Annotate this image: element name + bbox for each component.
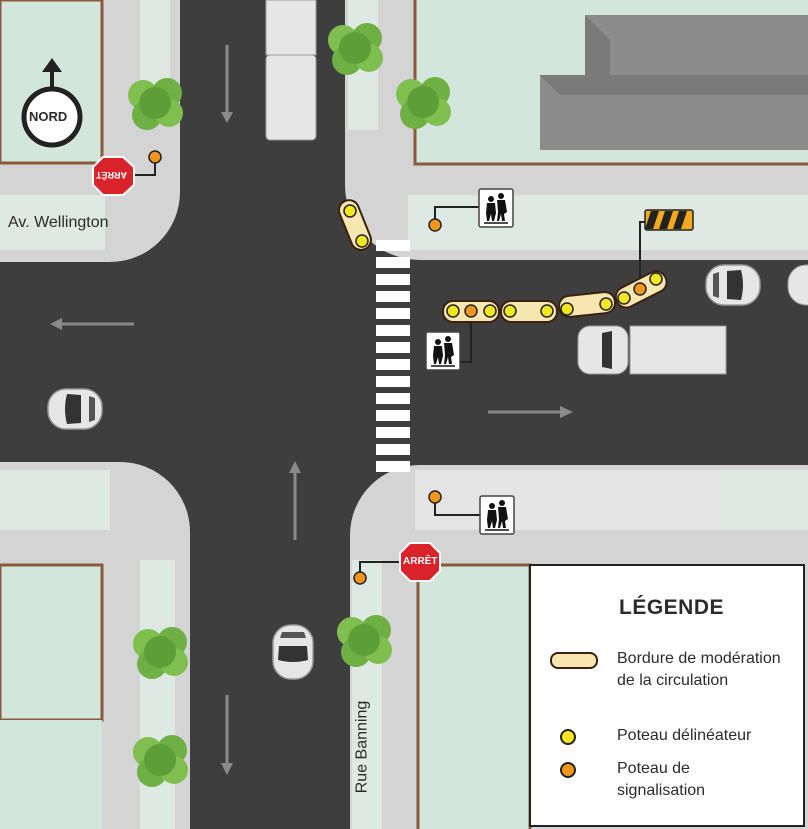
tree-icon bbox=[133, 627, 188, 679]
arrow-down-icon bbox=[221, 45, 233, 123]
delineator-post-icon bbox=[343, 204, 357, 218]
delineator-post-icon bbox=[560, 729, 576, 745]
arrow-left-icon bbox=[50, 318, 134, 330]
arrow-up-icon bbox=[289, 461, 301, 540]
delineator-post-icon bbox=[560, 302, 574, 316]
sign-post-icon bbox=[148, 150, 162, 164]
curb-extension-icon bbox=[550, 652, 598, 669]
school-crossing-sign-icon bbox=[425, 331, 461, 371]
stop-sign-label: ARRÊT bbox=[96, 170, 127, 180]
tree-icon bbox=[328, 23, 383, 75]
grass-strip bbox=[0, 470, 110, 530]
car bbox=[787, 264, 808, 306]
tree-icon bbox=[133, 735, 188, 787]
grass-strip bbox=[0, 195, 105, 250]
sign-post-icon bbox=[633, 282, 647, 296]
hazard-marker-sign-icon bbox=[644, 209, 694, 231]
building-roof bbox=[540, 15, 808, 95]
crosswalk bbox=[376, 240, 410, 472]
compass-label: NORD bbox=[29, 109, 68, 124]
lot-bottom-right bbox=[416, 563, 532, 829]
delineator-post-icon bbox=[446, 304, 460, 318]
legend-title: LÉGENDE bbox=[619, 596, 725, 619]
tree-icon bbox=[337, 615, 392, 667]
truck bbox=[265, 0, 317, 141]
legend-item-delineator: Poteau délinéateur bbox=[617, 727, 752, 744]
delineator-post-icon bbox=[540, 304, 554, 318]
truck bbox=[577, 325, 727, 375]
sign-post-icon bbox=[560, 762, 576, 778]
stop-sign-icon bbox=[399, 542, 441, 582]
school-crossing-sign-icon bbox=[479, 495, 515, 535]
delineator-post-icon bbox=[599, 297, 613, 311]
street-label-wellington: Av. Wellington bbox=[8, 214, 109, 231]
sign-post-icon bbox=[464, 304, 478, 318]
car bbox=[705, 264, 761, 306]
sign-post-icon bbox=[353, 571, 367, 585]
delineator-post-icon bbox=[355, 234, 369, 248]
delineator-post-icon bbox=[617, 291, 631, 305]
delineator-post-icon bbox=[649, 272, 663, 286]
delineator-post-icon bbox=[483, 304, 497, 318]
stop-sign-label: ARRÊT bbox=[403, 556, 438, 567]
legend-item-curb: Bordure de modération de la circulation bbox=[617, 650, 781, 689]
tree-icon bbox=[396, 77, 451, 129]
north-compass-icon bbox=[21, 58, 83, 148]
lot-bottom-left bbox=[0, 563, 104, 722]
lot-bottom-left-lower bbox=[0, 720, 102, 829]
grass-strip bbox=[408, 195, 808, 250]
stop-sign-icon bbox=[92, 156, 135, 196]
legend: LÉGENDE Bordure de modération de la circ… bbox=[529, 564, 805, 827]
arrow-right-icon bbox=[488, 406, 573, 418]
school-crossing-sign-icon bbox=[478, 188, 514, 228]
arrow-down-icon bbox=[221, 695, 233, 775]
sign-post-icon bbox=[428, 490, 442, 504]
street-label-banning: Rue Banning bbox=[353, 700, 371, 794]
delineator-post-icon bbox=[503, 304, 517, 318]
legend-item-sign-post: Poteau de signalisation bbox=[617, 760, 706, 799]
sign-post-icon bbox=[428, 218, 442, 232]
car bbox=[272, 624, 314, 680]
grass-strip bbox=[352, 560, 382, 829]
tree-icon bbox=[128, 78, 183, 130]
grass-strip bbox=[140, 560, 175, 829]
car bbox=[47, 388, 103, 430]
grass-strip bbox=[720, 470, 808, 530]
